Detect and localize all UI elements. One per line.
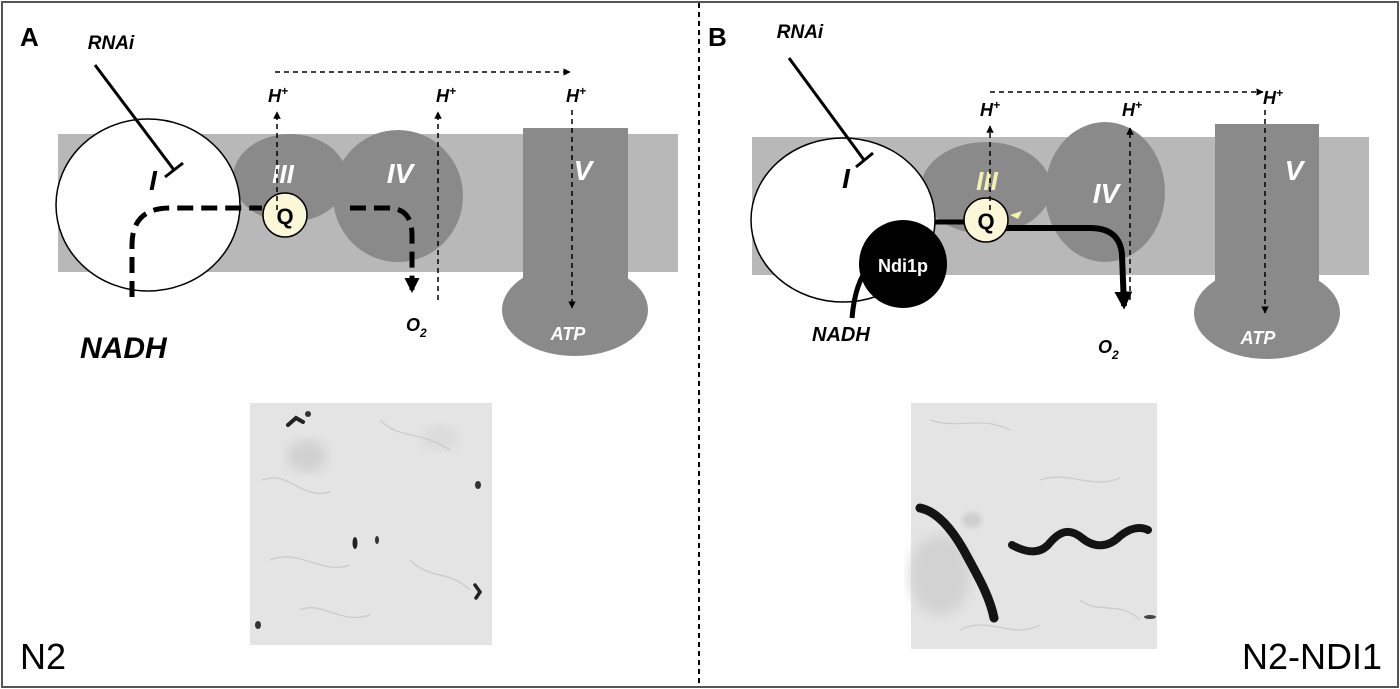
quinone: [963, 197, 1009, 243]
ndi1p-label: Ndi1p: [878, 256, 928, 276]
proton-label: H+: [980, 98, 1000, 120]
ndi1p-enzyme: [859, 220, 947, 308]
complex-iii-label: III: [272, 159, 294, 189]
quinone-label: Q: [276, 204, 293, 229]
rnai-inhibition-bar: [855, 151, 874, 169]
electron-path-nadh: [849, 263, 872, 319]
panel-a: A V ATP III IV I Q RNAi H+ H+: [20, 22, 678, 677]
complex-iv: [333, 130, 463, 262]
atp-label: ATP: [550, 324, 587, 344]
rnai-inhibition-line: [93, 64, 176, 171]
complex-i-label: I: [149, 165, 158, 196]
proton-label: H+: [436, 84, 456, 106]
strain-label: N2: [20, 636, 66, 677]
electron-path-to-oxygen: [350, 205, 420, 293]
quinone-label: Q: [977, 209, 994, 234]
complex-v: [1194, 124, 1340, 359]
complex-v-label: V: [574, 155, 595, 186]
complex-iii: [233, 134, 347, 222]
proton-label: H+: [1263, 86, 1283, 108]
electron-path-dashed: [129, 205, 262, 297]
worm-photo: [910, 403, 1157, 649]
proton-label: H+: [1122, 98, 1142, 120]
complex-iv-label: IV: [1093, 178, 1122, 209]
quinone: [262, 192, 308, 238]
complex-v-label: V: [1285, 155, 1306, 186]
rnai-label: RNAi: [777, 22, 824, 43]
strain-label: N2-NDI1: [1242, 636, 1382, 677]
proton-label: H+: [268, 84, 288, 106]
atp-label: ATP: [1240, 328, 1277, 348]
oxygen-label: O2: [1098, 337, 1119, 362]
panel-letter: A: [20, 22, 39, 52]
complex-v: [502, 128, 648, 356]
proton-label: H+: [566, 84, 586, 106]
panel-letter: B: [708, 22, 727, 52]
nadh-label: NADH: [812, 324, 870, 346]
complex-i: [55, 118, 241, 292]
worm-photo: [250, 403, 492, 645]
complex-iii: [921, 142, 1051, 234]
panel-b: B V ATP III IV I Ndi1p Q RNAi: [708, 22, 1382, 677]
rnai-inhibition-bar: [164, 161, 184, 179]
rnai-inhibition-line: [787, 57, 866, 161]
oxygen-label: O2: [406, 315, 427, 340]
complex-i-label: I: [842, 163, 851, 194]
nadh-label: NADH: [80, 332, 168, 365]
quinone-accent: [1010, 211, 1022, 219]
complex-iii-label: III: [976, 166, 998, 196]
complex-iv-label: IV: [387, 158, 416, 189]
rnai-label: RNAi: [88, 33, 135, 54]
electron-path-to-oxygen: [1000, 225, 1133, 310]
